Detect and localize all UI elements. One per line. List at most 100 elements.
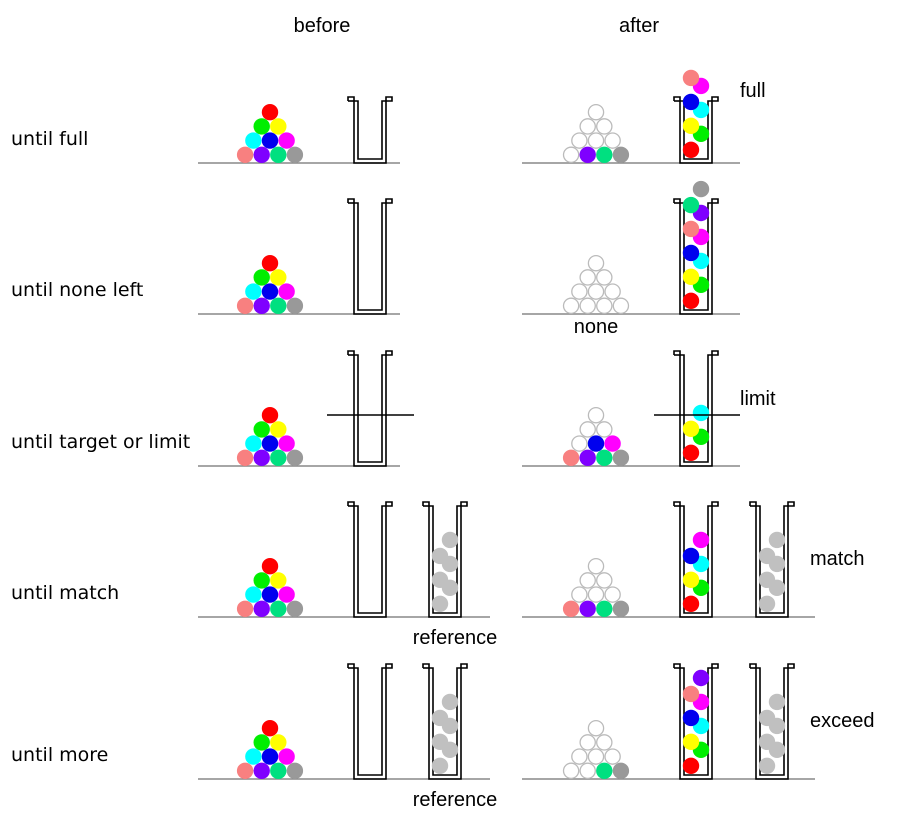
reference-ball-gray <box>758 733 776 751</box>
ball-blue <box>261 132 279 149</box>
ball-teal <box>270 600 287 617</box>
ball-green <box>253 734 270 751</box>
ball-cyan <box>245 748 262 765</box>
empty-slot <box>562 297 580 315</box>
empty-slot <box>587 132 605 149</box>
container-inner-wall <box>429 505 461 614</box>
ball-salmon <box>236 762 254 779</box>
container-outer-wall <box>347 350 393 467</box>
container-outer-wall <box>347 663 393 780</box>
container-ball-red <box>682 595 700 612</box>
reference-ball-gray <box>431 595 449 612</box>
after-note: exceed <box>810 710 875 732</box>
ball-green <box>253 421 270 438</box>
ball-red <box>261 558 279 575</box>
after-container <box>673 501 719 618</box>
ball-magenta <box>278 435 295 452</box>
container-ball-yellow <box>682 420 700 438</box>
ball-green <box>253 572 270 589</box>
ball-purple <box>253 600 270 617</box>
ball-magenta <box>604 435 621 452</box>
ball-yellow <box>270 572 287 589</box>
container-outer-wall <box>347 96 393 164</box>
after-reference-container <box>749 663 795 780</box>
container-inner-wall <box>354 202 386 311</box>
ball-purple <box>253 297 270 314</box>
ball-yellow <box>270 269 287 286</box>
ball-gray <box>612 600 630 617</box>
after-pyramid <box>562 406 630 466</box>
after-reference-container <box>749 501 795 618</box>
ball-yellow <box>270 421 287 438</box>
row-label: until full <box>11 128 88 150</box>
ball-salmon <box>562 449 580 466</box>
empty-slot <box>587 283 605 300</box>
container-inner-wall <box>756 505 788 614</box>
empty-slot <box>596 734 613 751</box>
row-label: until match <box>11 582 119 604</box>
container-ball-yellow <box>682 268 700 286</box>
empty-slot <box>587 557 605 575</box>
empty-slot <box>596 572 613 589</box>
empty-slot <box>587 586 605 603</box>
container-ball-salmon <box>682 220 700 238</box>
reference-label: reference <box>413 789 498 811</box>
ball-purple <box>579 449 596 466</box>
ball-purple <box>253 146 270 163</box>
container-outer-wall <box>422 501 468 618</box>
container-inner-wall <box>756 667 788 776</box>
container-outer-wall <box>673 198 719 315</box>
empty-slot <box>579 118 596 135</box>
before-container <box>347 663 393 780</box>
empty-slot <box>604 748 621 765</box>
container-outer-wall <box>673 96 719 164</box>
ball-teal <box>596 762 613 779</box>
container-inner-wall <box>354 505 386 614</box>
container-inner-wall <box>680 667 712 776</box>
container-outer-wall <box>673 663 719 780</box>
after-pyramid <box>562 557 630 617</box>
reference-ball-gray <box>431 547 449 565</box>
reference-ball-gray <box>758 595 776 612</box>
ball-blue <box>587 435 605 452</box>
ball-teal <box>270 146 287 163</box>
reference-ball-gray <box>768 531 786 549</box>
ball-blue <box>261 586 279 603</box>
container-ball-blue <box>682 547 700 565</box>
empty-slot <box>562 146 580 164</box>
container-outer-wall <box>347 198 393 315</box>
before-reference-container <box>422 663 468 780</box>
empty-slot <box>587 254 605 272</box>
empty-slot <box>587 406 605 424</box>
container-ball-gray <box>692 180 710 198</box>
reference-ball-gray <box>758 547 776 565</box>
ball-teal <box>596 449 613 466</box>
before-container <box>347 198 393 315</box>
ball-gray <box>286 146 304 163</box>
container-outer-wall <box>347 501 393 618</box>
empty-slot <box>612 297 630 315</box>
ball-purple <box>253 449 270 466</box>
after-note: limit <box>740 388 776 410</box>
reference-ball-gray <box>768 693 786 711</box>
empty-slot <box>562 762 580 780</box>
ball-purple <box>253 762 270 779</box>
empty-slot <box>587 748 605 765</box>
header-before: before <box>294 15 351 37</box>
container-inner-wall <box>680 505 712 614</box>
container-ball-salmon <box>682 69 700 87</box>
reference-ball-gray <box>758 757 776 774</box>
empty-slot <box>579 762 596 780</box>
row-label: until none left <box>11 279 143 301</box>
ball-cyan <box>245 283 262 300</box>
row-label: until more <box>11 744 108 766</box>
ball-magenta <box>278 283 295 300</box>
before-pyramid <box>236 558 304 617</box>
ball-teal <box>596 146 613 163</box>
container-outer-wall <box>673 501 719 618</box>
ball-gray <box>286 600 304 617</box>
ball-teal <box>270 297 287 314</box>
empty-slot <box>604 283 621 300</box>
before-pyramid <box>236 407 304 466</box>
